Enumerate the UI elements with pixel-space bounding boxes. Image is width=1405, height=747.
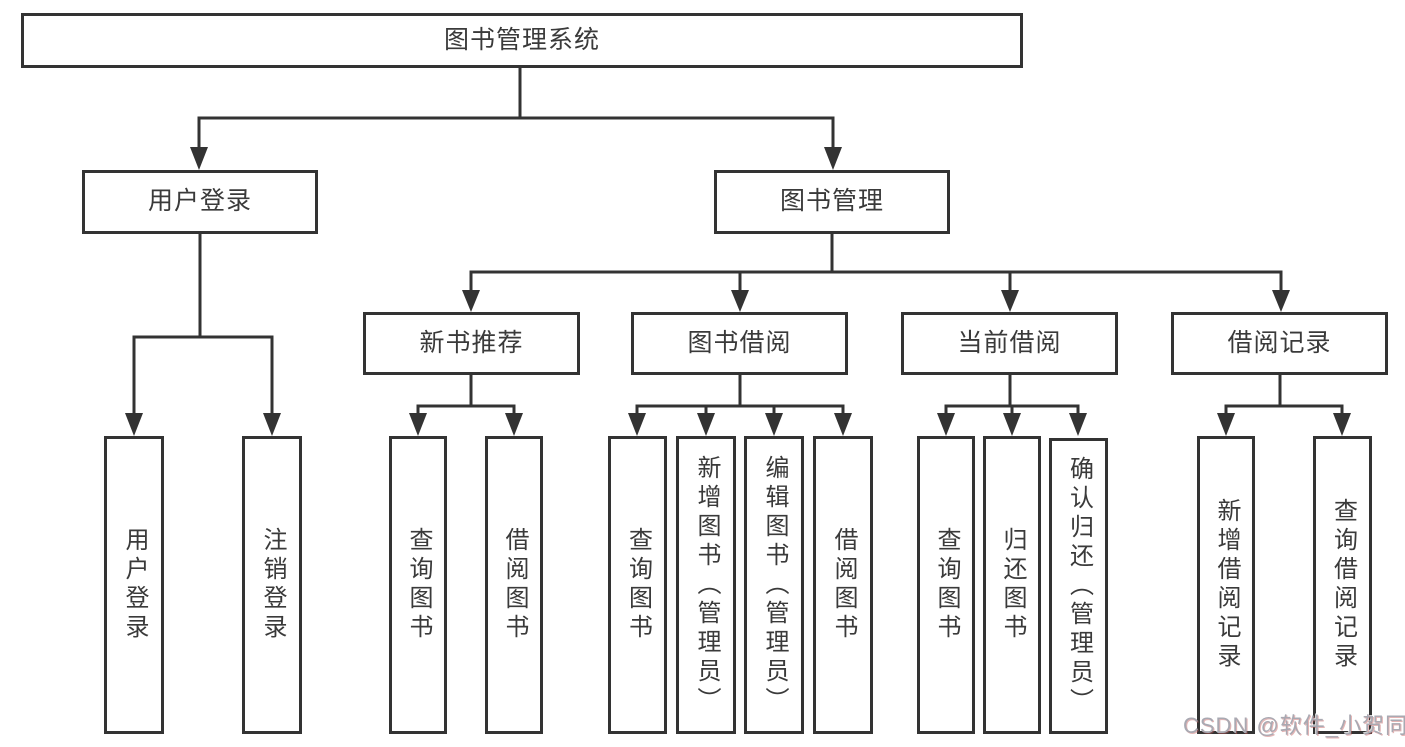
arrowhead <box>834 413 852 436</box>
node-borrow-records: 借阅记录 <box>1171 312 1388 375</box>
arrowhead <box>263 413 281 436</box>
leaf-records-add-record: 新增借阅记录 <box>1197 436 1255 734</box>
leaf-borrow-add-books-admin: 新增图书（管理员） <box>676 436 736 734</box>
connector-user-login-children <box>125 232 281 436</box>
arrowhead <box>1272 290 1290 312</box>
connector-borrow-records-children <box>1217 373 1351 436</box>
arrowhead <box>505 413 523 436</box>
arrowhead <box>462 290 480 312</box>
node-current-borrow: 当前借阅 <box>901 312 1118 375</box>
node-new-book-recommend: 新书推荐 <box>363 312 580 375</box>
arrowhead <box>1217 413 1235 436</box>
leaf-borrow-edit-books-admin: 编辑图书（管理员） <box>744 436 804 734</box>
node-user-login: 用户登录 <box>82 170 318 234</box>
csdn-watermark: CSDN @软件_小贺同学 <box>1183 713 1405 738</box>
connector-new-book-recommend-children <box>409 373 523 436</box>
leaf-current-query-books: 查询图书 <box>917 436 975 734</box>
leaf-logout: 注销登录 <box>242 436 302 734</box>
leaf-current-confirm-return-admin: 确认归还（管理员） <box>1049 438 1108 734</box>
connector-book-management-children <box>462 232 1290 312</box>
leaf-records-query-record: 查询借阅记录 <box>1313 436 1372 734</box>
arrowhead <box>409 413 427 436</box>
leaf-borrow-borrow-books: 借阅图书 <box>813 436 873 734</box>
arrowhead <box>628 413 646 436</box>
leaf-recommend-query-books: 查询图书 <box>389 436 447 734</box>
arrowhead <box>697 413 715 436</box>
connector-book-borrow-children <box>628 373 852 436</box>
connector-root-to-level2 <box>190 66 842 170</box>
arrowhead <box>1069 413 1087 436</box>
leaf-recommend-borrow-books: 借阅图书 <box>485 436 543 734</box>
node-book-management: 图书管理 <box>714 170 950 234</box>
arrowhead <box>1333 413 1351 436</box>
leaf-user-login: 用户登录 <box>104 436 164 734</box>
arrowhead <box>765 413 783 436</box>
arrowhead <box>125 413 143 436</box>
arrowhead <box>937 413 955 436</box>
connector-current-borrow-children <box>937 373 1087 436</box>
node-book-borrow: 图书借阅 <box>631 312 848 375</box>
node-root: 图书管理系统 <box>21 13 1023 68</box>
leaf-borrow-query-books: 查询图书 <box>608 436 667 734</box>
arrowhead <box>190 147 208 170</box>
arrowhead <box>731 290 749 312</box>
leaf-current-return-books: 归还图书 <box>983 436 1041 734</box>
arrowhead <box>824 147 842 170</box>
arrowhead <box>1001 290 1019 312</box>
arrowhead <box>1003 413 1021 436</box>
